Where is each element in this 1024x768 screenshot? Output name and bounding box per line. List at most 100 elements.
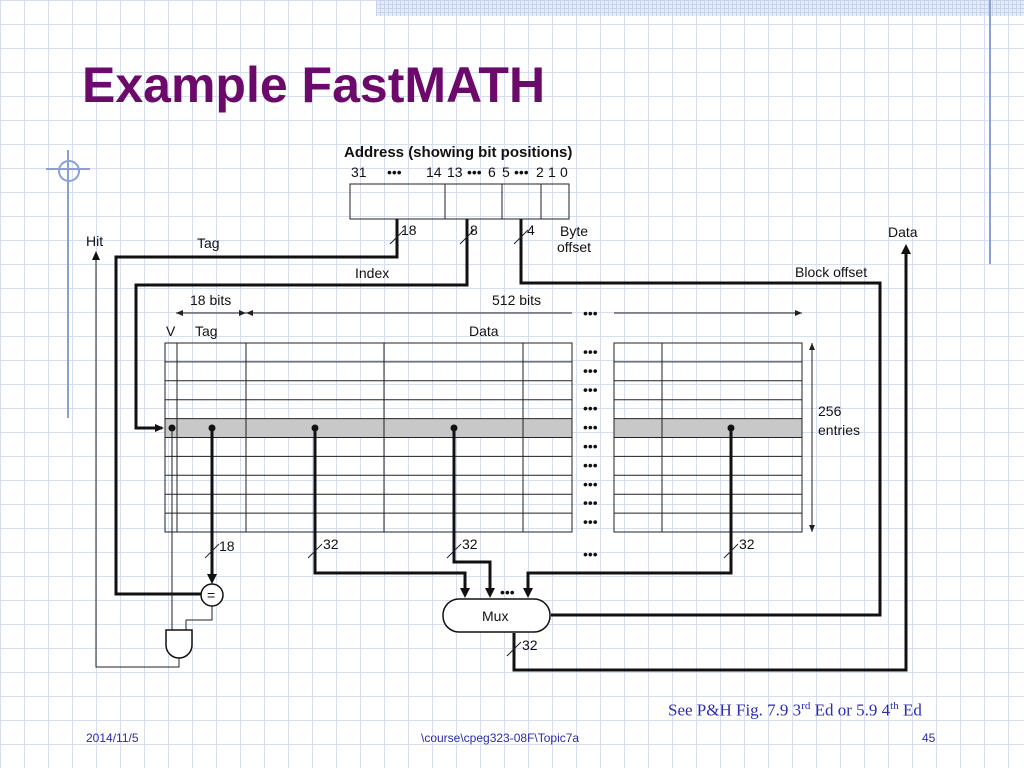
block-offset-label: Block offset	[795, 264, 867, 280]
caption-middle: Ed or 5.9 4	[810, 700, 891, 720]
byte-offset-label-1: Byte	[560, 223, 588, 239]
caption-prefix: See P&H Fig. 7.9 3	[668, 700, 802, 720]
stored-tag-arrow	[207, 574, 217, 584]
word-wire-a	[313, 428, 467, 592]
data-output-label: Data	[888, 224, 918, 240]
row-ellipsis: •••	[583, 495, 598, 511]
row-ellipsis: •••	[583, 343, 598, 359]
bit-1-label: 1	[548, 164, 556, 180]
row-ellipsis: •••	[583, 381, 598, 397]
figure-caption: See P&H Fig. 7.9 3rd Ed or 5.9 4th Ed	[668, 700, 922, 721]
index-wire	[134, 219, 469, 430]
decor-right-line	[989, 0, 991, 264]
data-output-arrow	[901, 244, 911, 254]
block-offset-wire	[519, 219, 882, 617]
address-title: Address (showing bit positions)	[344, 144, 572, 161]
comparator-symbol: =	[207, 587, 215, 603]
index-width-slash	[459, 229, 475, 245]
bit-0-label: 0	[560, 164, 568, 180]
dimension-arrow	[246, 310, 253, 316]
word-arrow	[523, 588, 533, 598]
word-width-label-a: 32	[323, 536, 339, 552]
dimension-arrow	[809, 343, 815, 350]
entries-label: entries	[818, 422, 860, 438]
mux	[442, 598, 551, 633]
row-ellipsis: •••	[583, 400, 598, 416]
top-decoration-band	[376, 0, 1024, 16]
hit-wire	[95, 258, 180, 668]
row-ellipsis: •••	[583, 438, 598, 454]
word-width-slash	[307, 543, 323, 559]
stored-tag-width-slash	[204, 543, 220, 559]
entries-count-label: 256	[818, 403, 842, 419]
mux-input-ellipsis: •••	[500, 584, 515, 600]
row-ellipsis: •••	[583, 457, 598, 473]
selected-row-right	[614, 419, 802, 438]
decor-left-line	[67, 150, 69, 418]
block-offset-width-slash	[513, 229, 529, 245]
hit-label: Hit	[86, 233, 103, 249]
bit-14-label: 14	[426, 164, 442, 180]
bit-2-label: 2	[536, 164, 544, 180]
row-ellipsis: •••	[583, 476, 598, 492]
tag-column-header: Tag	[195, 323, 218, 339]
word-wire-b	[452, 428, 492, 592]
word-width-slash	[723, 543, 739, 559]
address-register	[349, 183, 570, 220]
tag-bits-label: 18 bits	[190, 292, 231, 308]
data-output-wire	[512, 250, 908, 672]
row-ellipsis: •••	[583, 514, 598, 530]
tag-label: Tag	[197, 235, 220, 251]
bit-31-label: 31	[351, 164, 367, 180]
data-bits-label: 512 bits	[492, 292, 541, 308]
bit-dots-1: •••	[387, 164, 402, 180]
ellipsis: •••	[583, 305, 598, 321]
word-arrow	[460, 588, 470, 598]
slide-title: Example FastMATH	[82, 57, 546, 113]
block-offset-width-label: 4	[527, 222, 535, 238]
word-width-slash	[446, 543, 462, 559]
word-arrow	[485, 588, 495, 598]
footer-path: \course\cpeg323-08F\Topic7a	[421, 731, 580, 745]
caption-suffix: Ed	[898, 700, 922, 720]
caption-sup-rd: rd	[801, 700, 811, 712]
bit-dots-2: •••	[467, 164, 482, 180]
tag-width-label: 18	[401, 222, 417, 238]
bit-6-label: 6	[488, 164, 496, 180]
stored-tag-width-label: 18	[219, 538, 235, 554]
valid-column-header: V	[166, 323, 176, 339]
word-width-label-b: 32	[462, 536, 478, 552]
selected-row-left	[165, 419, 572, 438]
row-ellipsis: •••	[583, 362, 598, 378]
footer-page-number: 45	[922, 731, 936, 745]
bit-dots-3: •••	[514, 164, 529, 180]
byte-offset-label-2: offset	[557, 239, 591, 255]
index-arrow	[155, 424, 164, 432]
word-width-label-c: 32	[739, 536, 755, 552]
ellipsis: •••	[583, 546, 598, 562]
mux-label: Mux	[482, 608, 508, 624]
footer-date: 2014/11/5	[86, 731, 139, 745]
row-ellipses: ••• ••• ••• ••• ••• ••• ••• ••• ••• •••	[583, 343, 598, 529]
index-width-label: 8	[470, 222, 478, 238]
cache-table-rows	[165, 361, 802, 514]
hit-arrow	[92, 251, 100, 260]
dimension-arrow	[176, 310, 183, 316]
and-gate	[165, 629, 193, 659]
dimension-arrow	[809, 525, 815, 532]
bit-13-label: 13	[447, 164, 463, 180]
tag-wire	[114, 219, 399, 596]
data-column-header: Data	[469, 323, 499, 339]
tag-width-slash	[389, 229, 405, 245]
row-ellipsis: •••	[583, 419, 598, 435]
comparator-output-wire	[186, 606, 213, 621]
bit-5-label: 5	[502, 164, 510, 180]
output-width-slash	[506, 641, 522, 657]
output-width-label: 32	[522, 637, 538, 653]
index-label: Index	[355, 265, 389, 281]
word-wire-c	[526, 428, 733, 592]
dimension-arrow	[239, 310, 246, 316]
decor-circle	[58, 160, 80, 182]
